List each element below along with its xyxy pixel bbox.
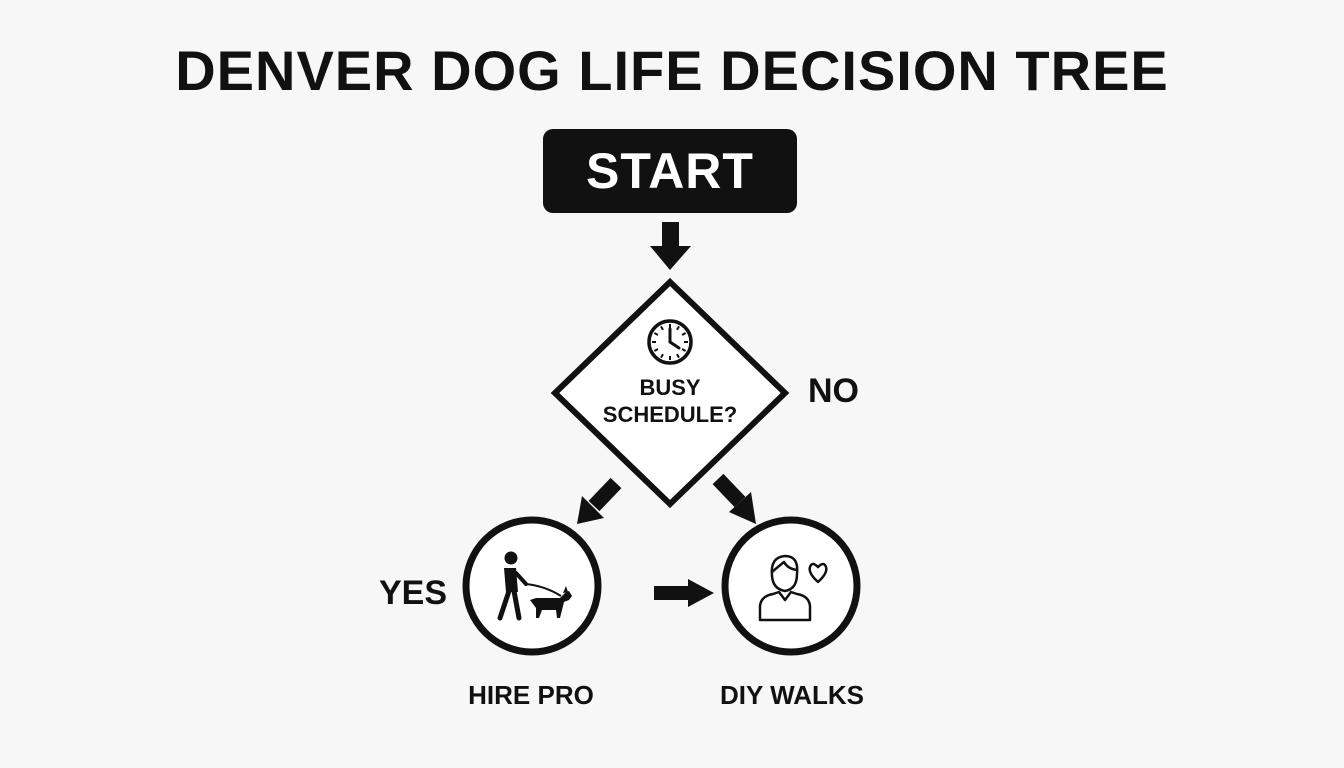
decision-label-line1: BUSY bbox=[639, 375, 701, 400]
arrow-between-outcomes bbox=[654, 579, 714, 607]
hire-pro-node bbox=[462, 516, 602, 656]
start-label: START bbox=[586, 143, 754, 199]
decision-label-line2: SCHEDULE? bbox=[602, 402, 738, 427]
diy-walks-node bbox=[721, 516, 861, 656]
no-label: NO bbox=[808, 372, 859, 410]
person-heart-icon bbox=[758, 554, 828, 622]
arrow-to-diy-walks bbox=[712, 473, 756, 524]
arrow-to-hire-pro bbox=[577, 477, 622, 524]
start-node: START bbox=[543, 129, 797, 213]
diagram-title: DENVER DOG LIFE DECISION TREE bbox=[175, 39, 1169, 102]
yes-label: YES bbox=[379, 574, 448, 612]
decision-diamond bbox=[550, 277, 790, 509]
dog-walker-icon bbox=[497, 551, 572, 621]
diy-walks-label: DIY WALKS bbox=[720, 680, 864, 710]
decision-label: BUSY SCHEDULE? bbox=[575, 374, 765, 428]
arrow-start-to-decision bbox=[650, 222, 691, 270]
hire-pro-label: HIRE PRO bbox=[468, 680, 594, 710]
clock-icon bbox=[647, 319, 693, 365]
